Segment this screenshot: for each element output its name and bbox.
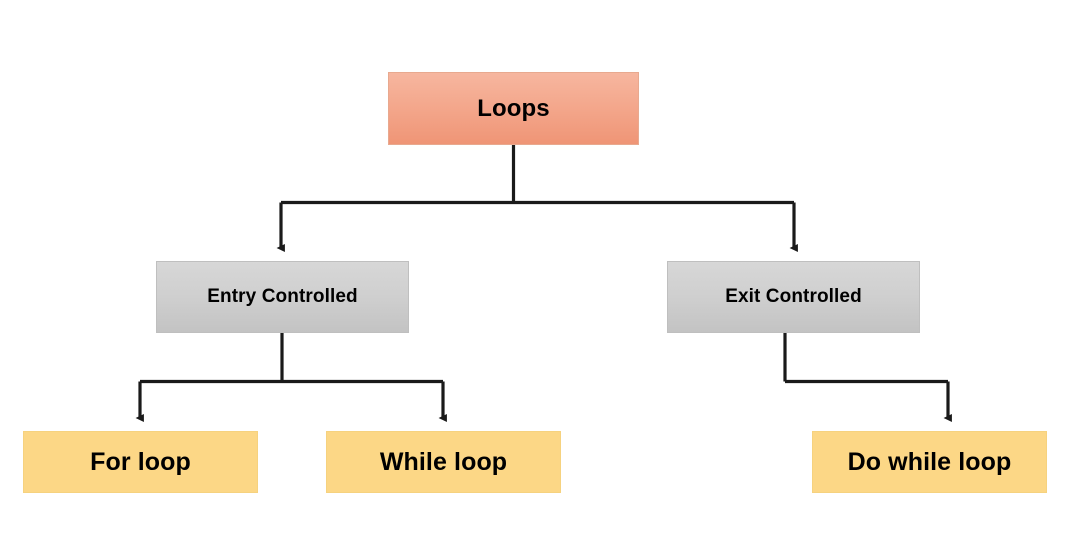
node-loops[interactable]: Loops [388, 72, 639, 145]
node-loops-label: Loops [477, 94, 550, 122]
node-exit-controlled-label: Exit Controlled [725, 286, 862, 307]
node-entry-controlled[interactable]: Entry Controlled [156, 261, 409, 333]
node-for-loop[interactable]: For loop [23, 431, 258, 493]
edge-entry-to-leaves [135, 333, 447, 422]
node-for-loop-label: For loop [90, 447, 191, 476]
edge-root-to-level1 [276, 145, 798, 252]
node-do-while-loop-label: Do while loop [847, 447, 1012, 476]
node-while-loop-label: While loop [379, 447, 508, 476]
node-while-loop[interactable]: While loop [326, 431, 561, 493]
node-entry-controlled-label: Entry Controlled [207, 286, 358, 307]
node-do-while-loop[interactable]: Do while loop [812, 431, 1047, 493]
node-exit-controlled[interactable]: Exit Controlled [667, 261, 920, 333]
edge-exit-to-dowhile [783, 333, 952, 422]
